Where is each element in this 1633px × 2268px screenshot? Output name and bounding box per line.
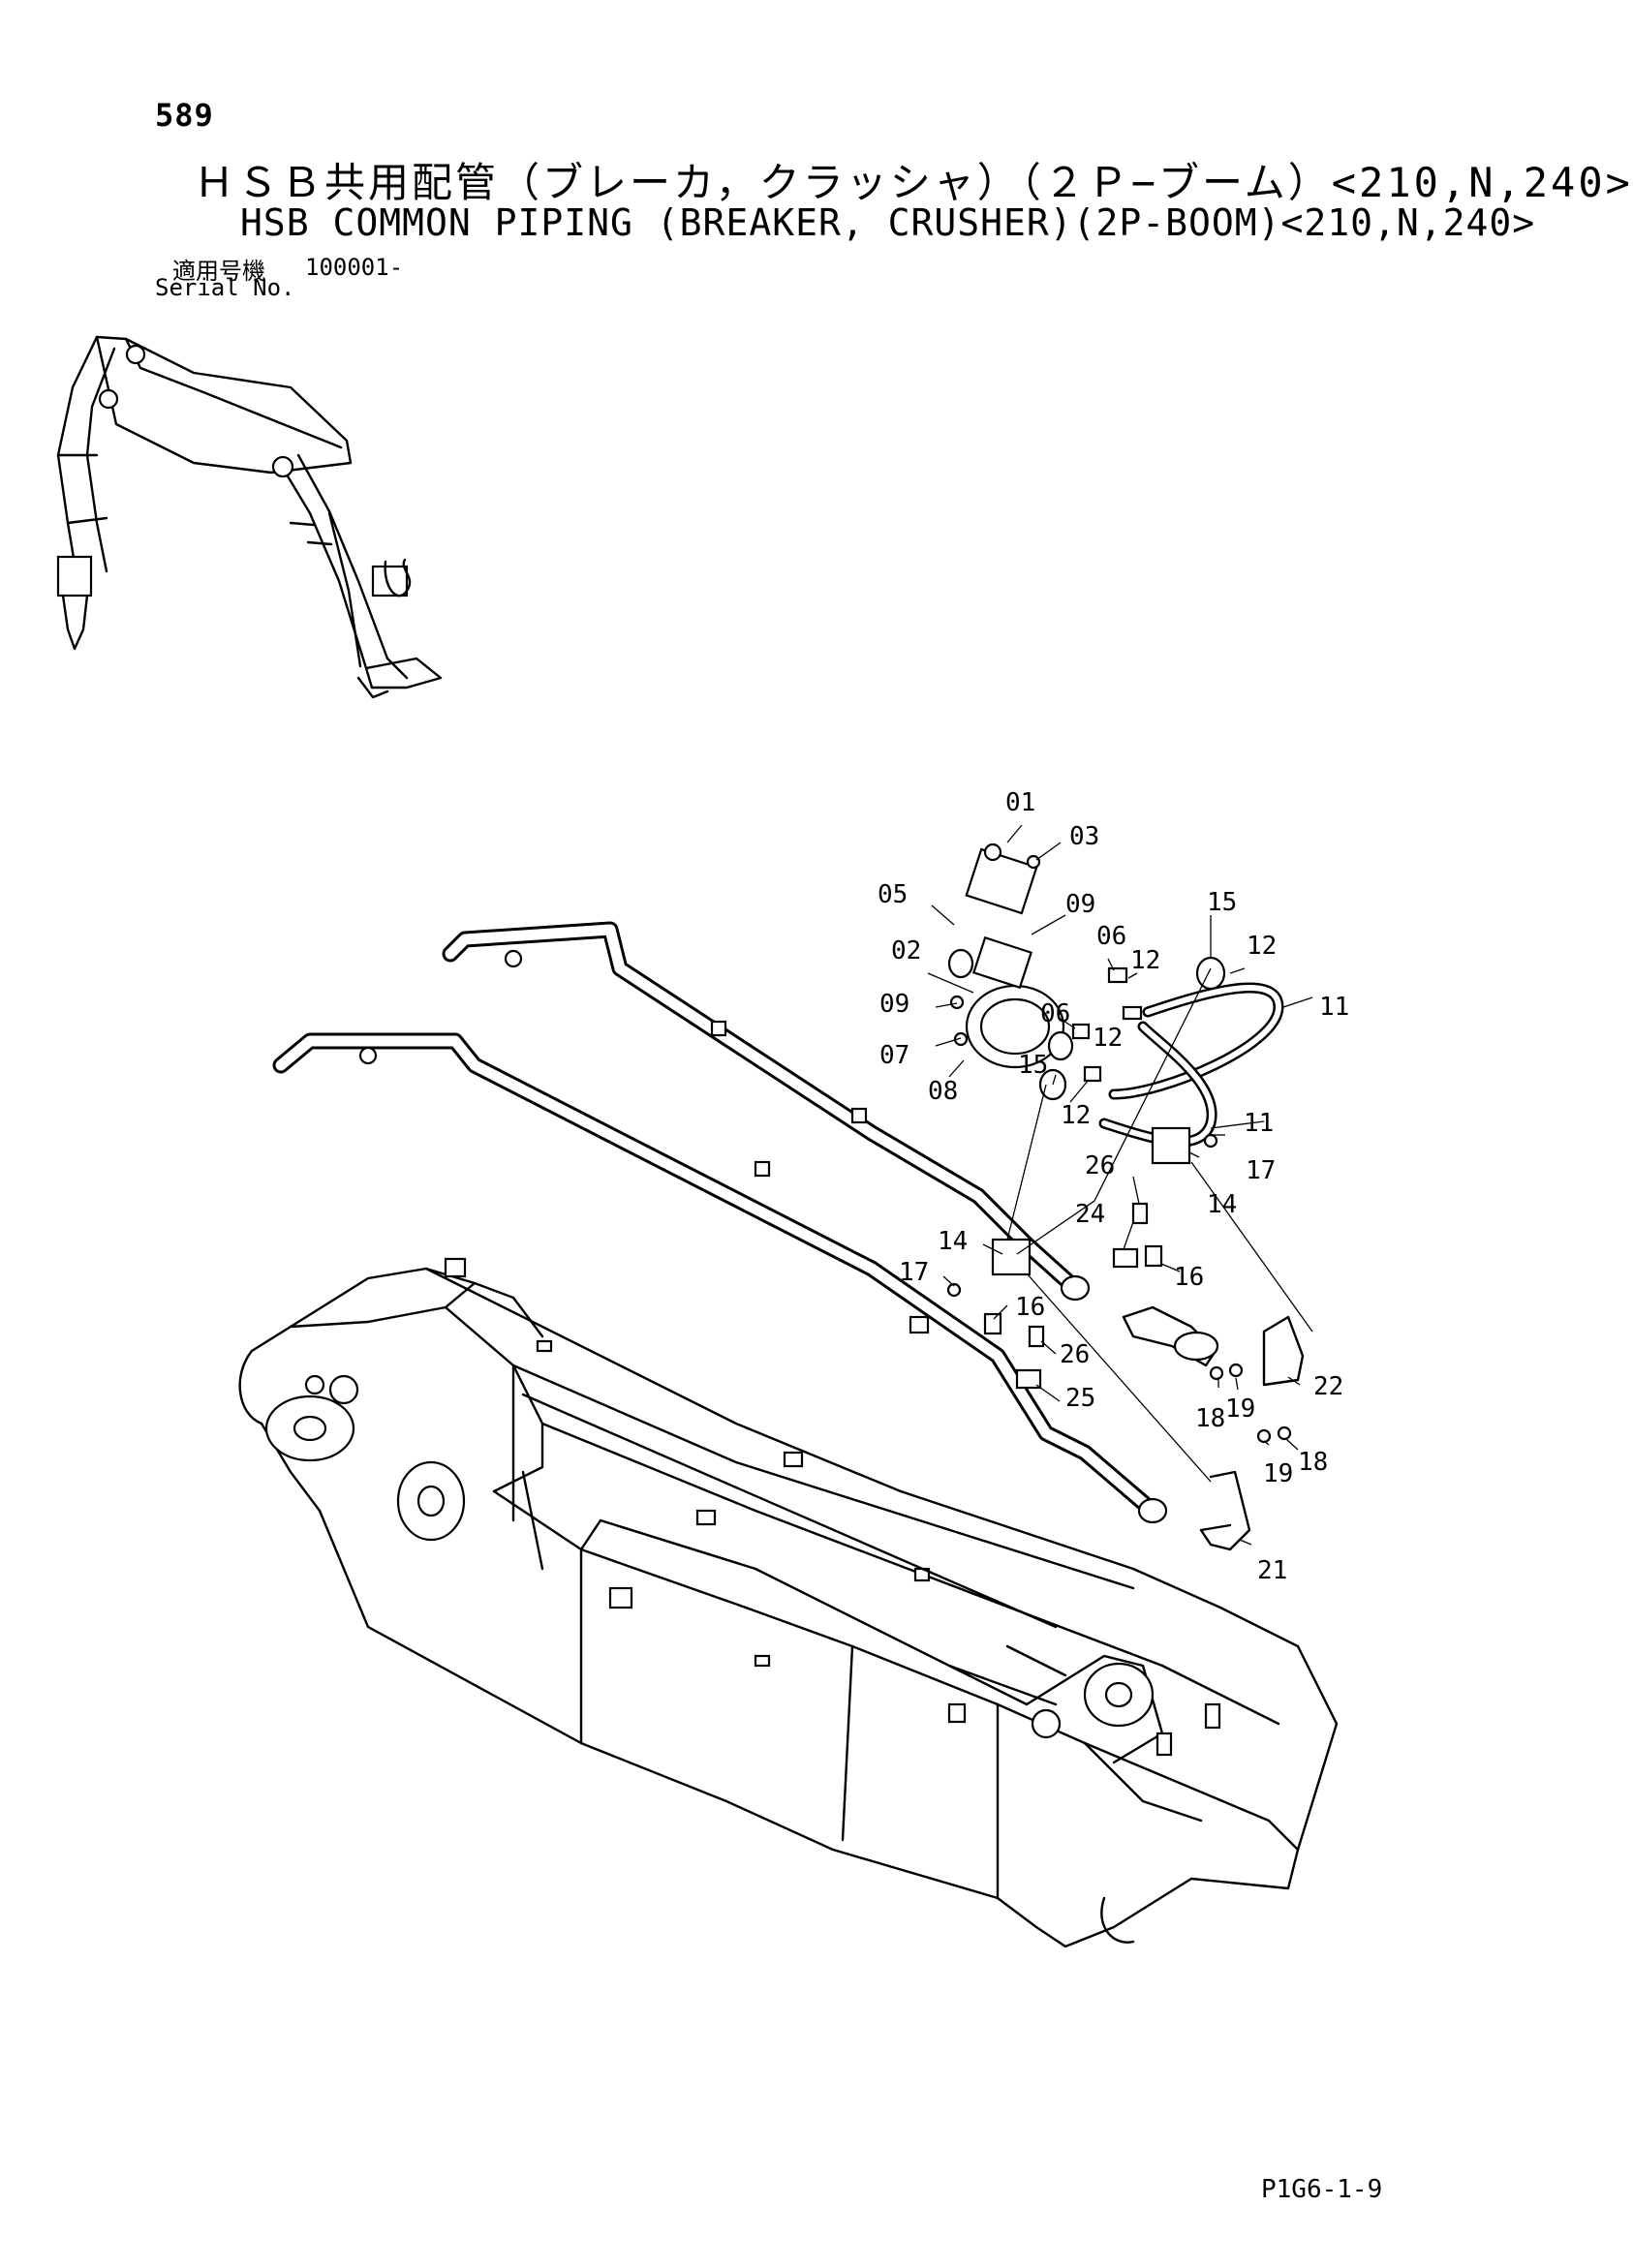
callout-14: 14 bbox=[938, 1227, 968, 1256]
callout-26: 26 bbox=[1060, 1340, 1090, 1369]
machine-thumbnail bbox=[56, 335, 443, 699]
callout-19: 19 bbox=[1225, 1395, 1255, 1424]
callout-07: 07 bbox=[879, 1041, 909, 1070]
callout-12: 12 bbox=[1247, 932, 1277, 961]
callout-18: 18 bbox=[1298, 1448, 1328, 1477]
serial-label-english: Serial No. bbox=[155, 274, 295, 301]
serial-number-value: 100001- bbox=[305, 254, 404, 281]
callout-14: 14 bbox=[1207, 1190, 1237, 1219]
callout-19: 19 bbox=[1263, 1459, 1293, 1488]
callout-12: 12 bbox=[1093, 1024, 1123, 1053]
callout-18: 18 bbox=[1195, 1404, 1225, 1433]
callout-06: 06 bbox=[1040, 999, 1070, 1028]
callout-26: 26 bbox=[1085, 1151, 1115, 1180]
callout-06: 06 bbox=[1096, 922, 1126, 951]
callout-05: 05 bbox=[878, 880, 908, 909]
callout-21: 21 bbox=[1257, 1556, 1287, 1585]
callout-22: 22 bbox=[1313, 1372, 1343, 1401]
callout-02: 02 bbox=[891, 936, 921, 965]
boom-pipes bbox=[272, 921, 1168, 1524]
callout-11: 11 bbox=[1319, 993, 1349, 1022]
callout-08: 08 bbox=[928, 1077, 958, 1106]
callout-leaders bbox=[927, 824, 1313, 1546]
callout-11: 11 bbox=[1244, 1109, 1274, 1138]
drawing-code: P1G6-1-9 bbox=[1261, 2175, 1383, 2204]
callout-16: 16 bbox=[1015, 1293, 1045, 1322]
callout-15: 15 bbox=[1207, 888, 1237, 917]
callout-12: 12 bbox=[1130, 946, 1160, 975]
callout-25: 25 bbox=[1065, 1384, 1095, 1413]
callout-24: 24 bbox=[1075, 1200, 1105, 1229]
callout-15: 15 bbox=[1018, 1051, 1048, 1080]
callout-16: 16 bbox=[1174, 1263, 1204, 1292]
serial-label-japanese: 適用号機 bbox=[172, 258, 265, 285]
callout-17: 17 bbox=[899, 1258, 929, 1287]
callout-03: 03 bbox=[1069, 822, 1099, 851]
callout-01: 01 bbox=[1005, 788, 1035, 817]
page-title-english: HSB COMMON PIPING (BREAKER, CRUSHER)(2P-… bbox=[240, 201, 1536, 244]
callout-17: 17 bbox=[1246, 1156, 1276, 1185]
callout-numbers: 01 03 05 09 02 06 12 15 12 11 09 06 12 0… bbox=[878, 788, 1349, 1585]
callout-09: 09 bbox=[1065, 890, 1095, 919]
page-title-japanese: ＨＳＢ共用配管（ブレーカ，クラッシャ）（２Ｐ−ブーム）<210,N,240> bbox=[194, 159, 1633, 206]
callout-12: 12 bbox=[1061, 1101, 1091, 1130]
page-number: 589 bbox=[155, 97, 214, 134]
boom-assembly bbox=[238, 1257, 1339, 1948]
callout-09: 09 bbox=[879, 990, 909, 1019]
fittings-assembly bbox=[946, 843, 1305, 1551]
